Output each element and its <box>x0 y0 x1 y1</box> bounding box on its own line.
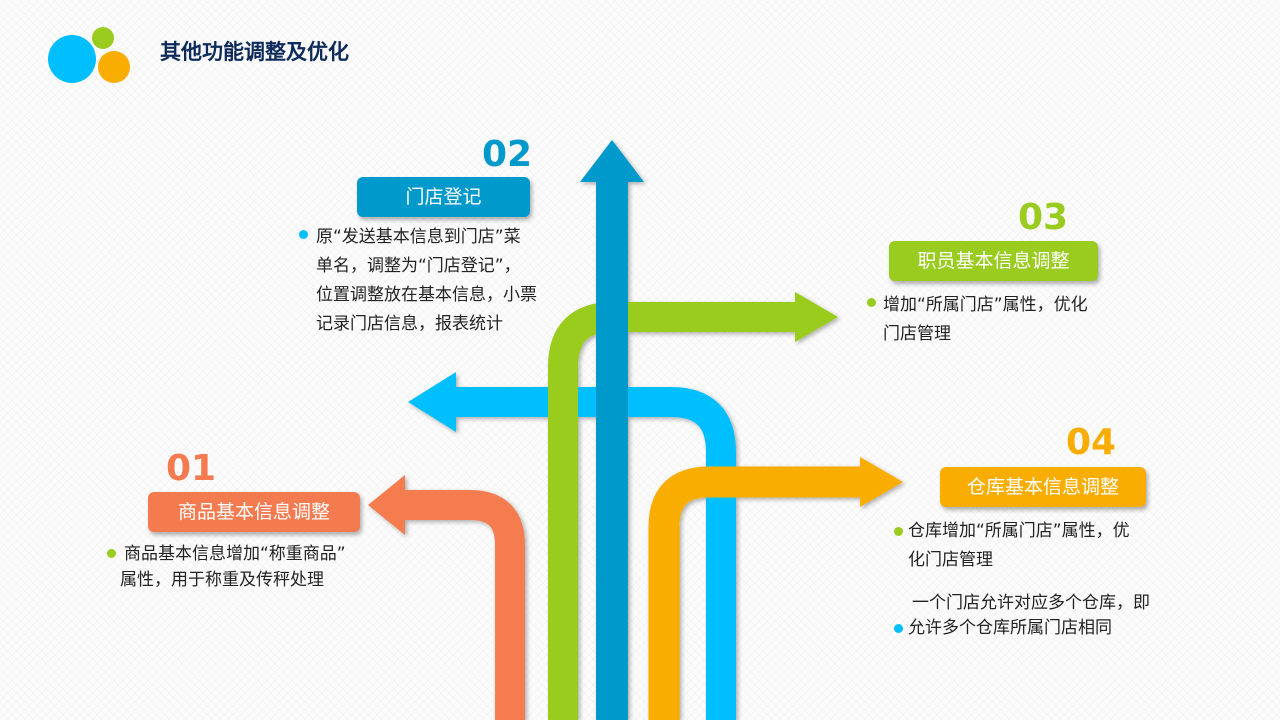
text-line: 化门店管理 <box>908 550 993 570</box>
light-blue-arrow <box>408 372 736 720</box>
item-03-text: 增加“所属门店”属性，优化 门店管理 <box>883 291 1088 349</box>
item-01-text-1: 商品基本信息增加“称重商品” <box>124 544 346 564</box>
text-line: 单名，调整为“门店登记”， <box>316 256 521 276</box>
item-04-label: 仓库基本信息调整 <box>940 467 1146 507</box>
bullet-icon <box>107 549 116 558</box>
text-line: 位置调整放在基本信息，小票 <box>316 285 537 305</box>
item-03-label: 职员基本信息调整 <box>889 241 1098 281</box>
item-01-text-2: 属性，用于称重及传秤处理 <box>120 570 324 590</box>
orange-arrow <box>648 457 903 720</box>
bullet-icon <box>867 298 876 307</box>
bullet-icon <box>299 230 308 239</box>
item-01-number: 01 <box>166 448 217 489</box>
text-line: 仓库增加“所属门店”属性，优 <box>908 521 1130 541</box>
item-04-text: 仓库增加“所属门店”属性，优 化门店管理 <box>908 517 1130 575</box>
item-03-number: 03 <box>1018 197 1069 238</box>
bullet-icon <box>894 624 903 633</box>
text-line: 原“发送基本信息到门店”菜 <box>316 227 521 247</box>
item-04-number: 04 <box>1066 422 1117 463</box>
text-line: 增加“所属门店”属性，优化 <box>883 295 1088 315</box>
text-line: 记录门店信息，报表统计 <box>316 314 503 334</box>
item-02-label: 门店登记 <box>357 177 530 217</box>
coral-arrow <box>368 475 525 720</box>
bullet-icon <box>894 527 903 536</box>
item-04-extra-2: 允许多个仓库所属门店相同 <box>908 618 1112 638</box>
item-04-extra-1: 一个门店允许对应多个仓库，即 <box>912 593 1150 613</box>
item-02-number: 02 <box>482 134 533 175</box>
dark-blue-arrow <box>580 140 644 720</box>
item-02-text: 原“发送基本信息到门店”菜 单名，调整为“门店登记”， 位置调整放在基本信息，小… <box>316 223 606 339</box>
text-line: 门店管理 <box>883 324 951 344</box>
page-title: 其他功能调整及优化 <box>160 40 349 64</box>
logo-circles <box>48 27 130 83</box>
item-01-label: 商品基本信息调整 <box>148 492 360 532</box>
